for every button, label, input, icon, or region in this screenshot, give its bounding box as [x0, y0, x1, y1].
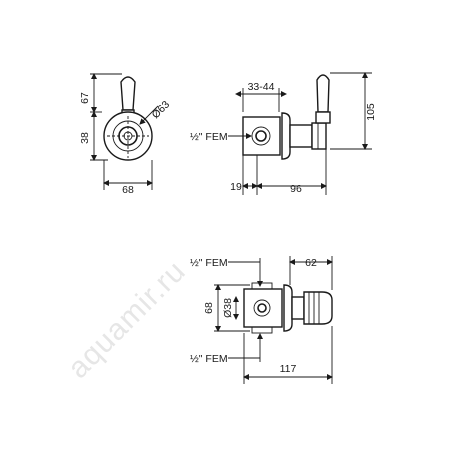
side-lever-handle: [316, 74, 330, 113]
bottom-cap: [303, 291, 333, 325]
side-lever-collar: [315, 111, 331, 124]
bottom-bottom-connection-label: ½" FEM: [190, 353, 228, 365]
bottom-diameter-dimension: Ø38: [222, 298, 234, 318]
watermark: aquamir.ru: [62, 254, 193, 385]
bottom-cartridge: [291, 296, 305, 320]
bottom-projection-dimension: 62: [305, 257, 317, 269]
front-view: 67 38 Ø63 68: [79, 73, 173, 196]
bottom-port-outer: [253, 299, 271, 317]
bottom-rosette-plate: [283, 284, 293, 332]
side-range-dimension: 33-44: [248, 81, 275, 93]
side-depth-dimension: 96: [290, 183, 302, 195]
bottom-top-connection-label: ½" FEM: [190, 257, 228, 269]
front-diameter-dimension: Ø63: [150, 99, 173, 122]
bottom-valve-body: [243, 288, 283, 328]
bottom-view: ½" FEM 62 68 Ø38 ½" FEM 1: [190, 256, 333, 384]
side-height-dimension: 105: [365, 103, 377, 121]
side-cap: [311, 122, 327, 150]
side-view: 33-44 ½" FEM 105 19 96: [190, 72, 377, 195]
front-height-dimension: 67: [79, 92, 91, 104]
front-lower-height-dimension: 38: [79, 132, 91, 144]
front-lever-handle: [120, 76, 136, 111]
side-inlet-outer: [251, 126, 271, 146]
side-connection-label: ½" FEM: [190, 131, 228, 143]
bottom-length-dimension: 117: [280, 363, 297, 375]
side-rosette-plate: [281, 112, 291, 160]
front-width-dimension: 68: [122, 184, 134, 196]
side-cartridge: [289, 124, 313, 148]
bottom-port-inner: [257, 303, 267, 313]
side-inlet-inner: [255, 130, 267, 142]
bottom-height-dimension: 68: [203, 302, 215, 314]
side-offset-dimension: 19: [230, 181, 242, 193]
